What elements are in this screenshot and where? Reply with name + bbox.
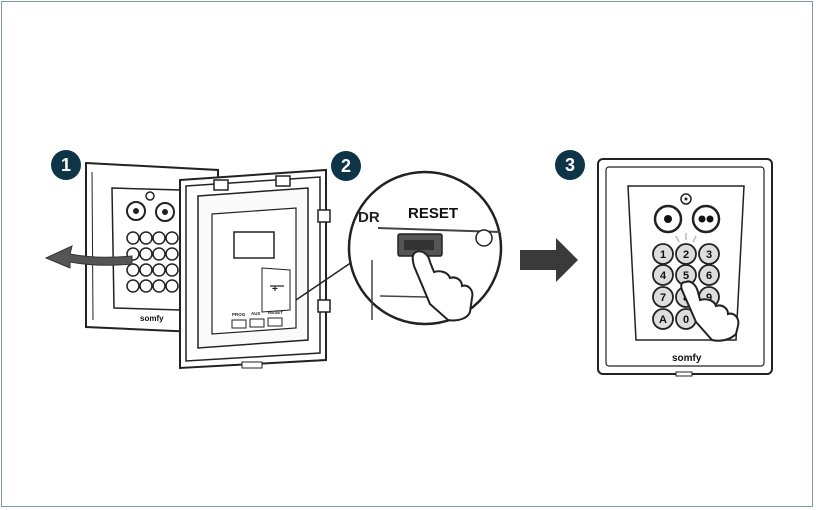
step3-keypad: 1 2 3 4 5 6 7 8 9 A 0 S somfy [598, 159, 772, 376]
step-badge-1: 1 [51, 150, 81, 180]
svg-text:0: 0 [683, 314, 689, 326]
board-label-prog: PROG [232, 312, 246, 317]
key-3: 3 [699, 244, 719, 264]
svg-text:1: 1 [660, 249, 666, 261]
reset-label: RESET [408, 205, 458, 222]
svg-text:A: A [659, 314, 667, 326]
svg-text:4: 4 [660, 270, 667, 282]
keypad-brand: somfy [672, 353, 702, 364]
key-7: 7 [653, 287, 673, 307]
step1-housing: + PROG AUX RESET [180, 170, 352, 368]
next-step-arrow [520, 238, 578, 282]
svg-text:2: 2 [683, 249, 689, 261]
dr-label: DR [358, 209, 380, 226]
svg-text:3: 3 [706, 249, 712, 261]
board-label-aux: AUX [251, 311, 261, 316]
cover-brand: somfy [140, 314, 164, 323]
step-badge-2: 2 [331, 151, 361, 181]
svg-text:6: 6 [706, 270, 712, 282]
key-a: A [653, 309, 673, 329]
svg-text:7: 7 [660, 292, 666, 304]
key-2: 2 [676, 244, 696, 264]
step-badge-3: 3 [555, 150, 585, 180]
svg-text:5: 5 [683, 270, 689, 282]
step2-zoom: DR RESET [349, 172, 501, 324]
key-6: 6 [699, 265, 719, 285]
key-4: 4 [653, 265, 673, 285]
board-label-reset: RESET [268, 310, 283, 315]
key-1: 1 [653, 244, 673, 264]
